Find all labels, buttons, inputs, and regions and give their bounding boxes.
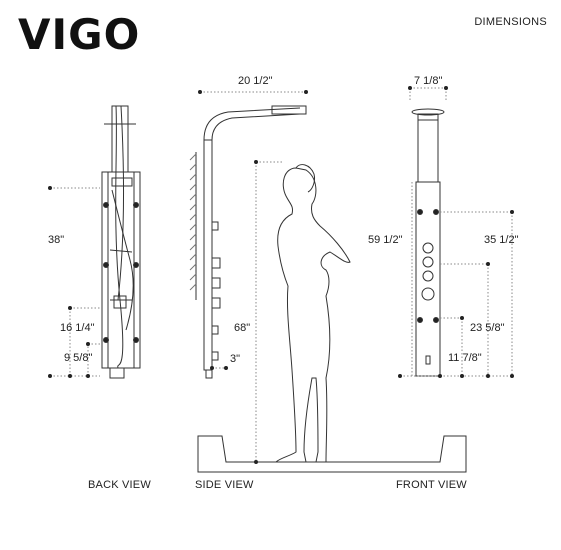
dim-front-width: 7 1/8" <box>414 75 443 87</box>
dim-front-height: 59 1/2" <box>368 234 403 246</box>
dim-side-depth-bottom: 3" <box>230 353 241 365</box>
side-view-dimension-lines <box>200 91 306 462</box>
label-front-view: FRONT VIEW <box>396 479 467 491</box>
dim-front-upper-jets: 35 1/2" <box>484 234 519 246</box>
label-side-view: SIDE VIEW <box>195 479 254 491</box>
dim-back-lower-jets: 16 1/4" <box>60 322 95 334</box>
front-view-dimension-lines <box>400 87 513 377</box>
dim-back-bottom: 9 5/8" <box>64 352 93 364</box>
back-view-dimension-lines <box>50 187 100 377</box>
back-view-drawing <box>101 105 141 379</box>
dim-side-arm-width: 20 1/2" <box>238 75 273 87</box>
vigo-logo: VIGO <box>18 10 141 59</box>
dim-side-height-person: 68" <box>234 322 251 334</box>
dim-front-mid: 23 5/8" <box>470 322 505 334</box>
page-title: DIMENSIONS <box>474 16 547 28</box>
label-back-view: BACK VIEW <box>88 479 151 491</box>
side-view-drawing <box>189 105 467 473</box>
dim-front-bottom: 11 7/8" <box>448 352 482 364</box>
dim-back-height: 38" <box>48 234 65 246</box>
front-view-drawing <box>411 108 445 377</box>
